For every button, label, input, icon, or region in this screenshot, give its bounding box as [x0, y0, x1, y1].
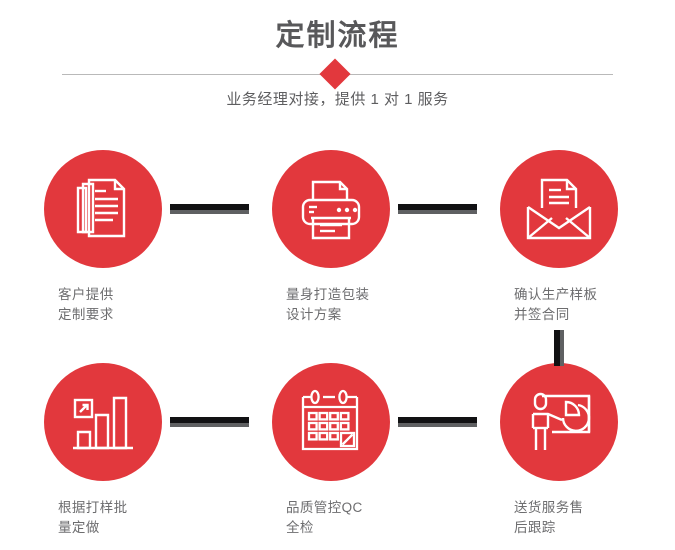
- flow-step-1[interactable]: 客户提供 定制要求: [36, 150, 216, 325]
- page-subtitle: 业务经理对接，提供 1 对 1 服务: [226, 91, 449, 108]
- process-flow: 客户提供 定制要求 量身: [0, 150, 675, 550]
- connector-step5-step6: [398, 417, 477, 427]
- step-icon-circle: [272, 150, 390, 268]
- documents-stack-icon: [68, 174, 138, 244]
- step-icon-circle: [500, 150, 618, 268]
- step-icon-circle: [44, 363, 162, 481]
- diamond-marker-icon: [319, 58, 351, 90]
- flow-step-label: 确认生产样板 并签合同: [514, 287, 598, 322]
- connector-step2-step3: [398, 204, 477, 214]
- flow-step-2[interactable]: 量身打造包装 设计方案: [264, 150, 444, 325]
- connector-bar-light: [560, 330, 564, 366]
- step-icon-circle: [272, 363, 390, 481]
- connector-bar-light: [398, 423, 477, 427]
- presenter-piechart-icon: [525, 388, 593, 456]
- connector-step3-step6: [554, 330, 564, 366]
- step-icon-circle: [44, 150, 162, 268]
- connector-bar-light: [170, 210, 249, 214]
- connector-bar-dark: [170, 204, 249, 210]
- connector-bar-light: [398, 210, 477, 214]
- calendar-icon: [298, 389, 364, 455]
- flow-step-label: 客户提供 定制要求: [58, 287, 114, 322]
- step-icon-circle: [500, 363, 618, 481]
- connector-step1-step2: [170, 204, 249, 214]
- flow-step-4[interactable]: 根据打样批 量定做: [36, 363, 216, 538]
- flow-step-label: 品质管控QC 全检: [286, 500, 363, 535]
- envelope-document-icon: [524, 174, 594, 244]
- printer-icon: [296, 174, 366, 244]
- connector-bar-dark: [170, 417, 249, 423]
- flow-step-5[interactable]: 品质管控QC 全检: [264, 363, 444, 538]
- page-title: 定制流程: [275, 20, 400, 52]
- flow-step-6[interactable]: 送货服务售 后跟踪: [492, 363, 672, 538]
- connector-bar-dark: [398, 417, 477, 423]
- connector-bar-light: [170, 423, 249, 427]
- flow-step-label: 根据打样批 量定做: [58, 500, 128, 535]
- flow-step-3[interactable]: 确认生产样板 并签合同: [492, 150, 672, 325]
- connector-step4-step5: [170, 417, 249, 427]
- flow-step-label: 送货服务售 后跟踪: [514, 500, 584, 535]
- title-divider: [62, 58, 613, 90]
- bar-chart-growth-icon: [69, 388, 137, 456]
- connector-bar-dark: [398, 204, 477, 210]
- flow-step-label: 量身打造包装 设计方案: [286, 287, 370, 322]
- connector-bar-dark: [554, 330, 560, 366]
